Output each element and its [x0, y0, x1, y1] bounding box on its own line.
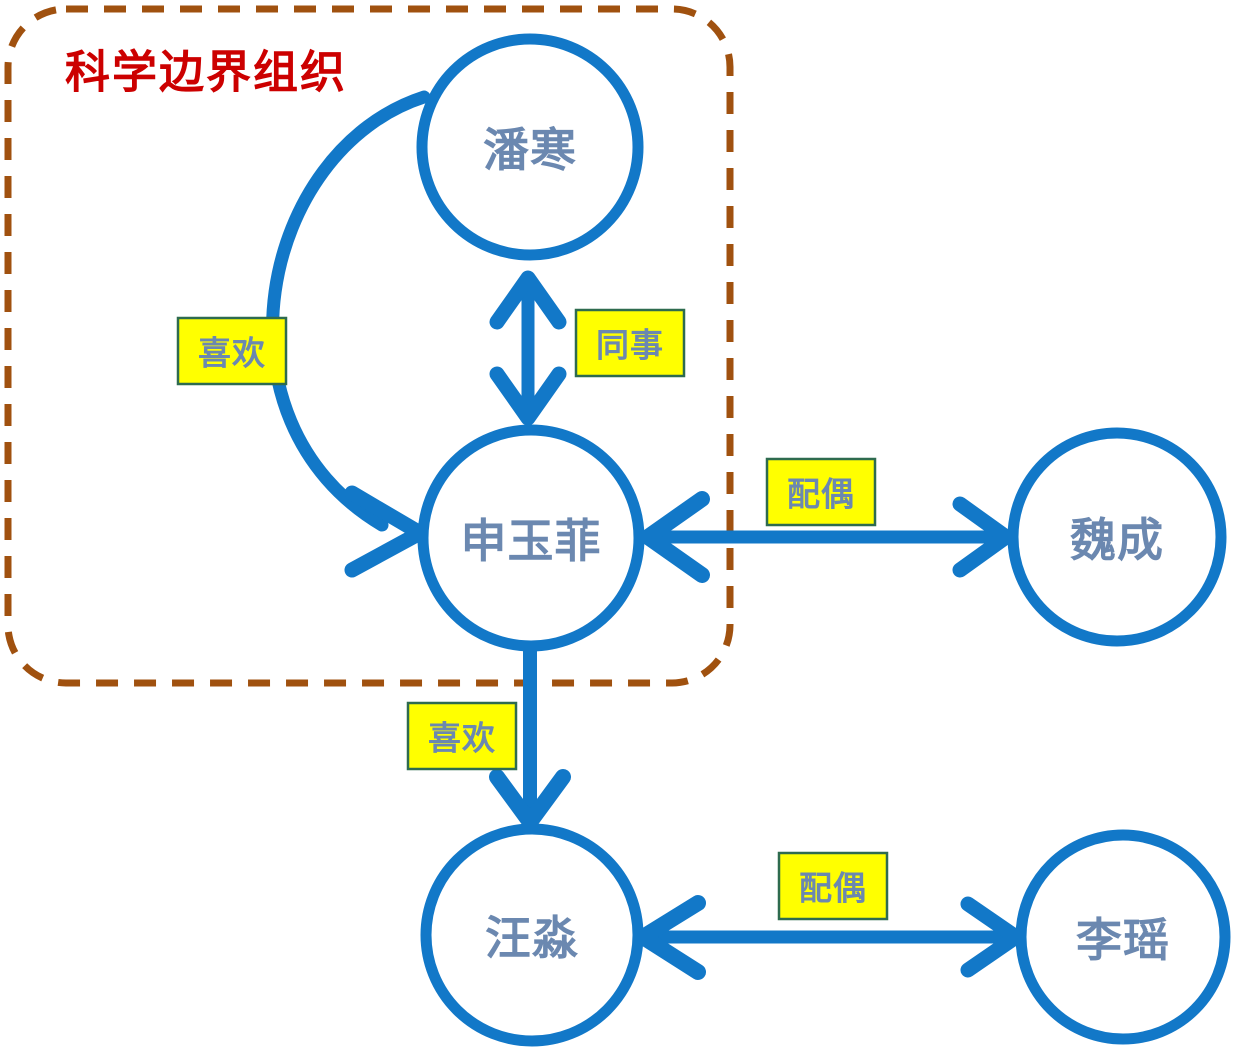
- node-label: 魏成: [1070, 514, 1164, 566]
- node-circle: [417, 424, 645, 652]
- edge-label-text: 喜欢: [428, 720, 496, 757]
- group-container-science-boundary: 科学边界组织: [4, 5, 734, 687]
- node-label: 李瑶: [1076, 914, 1170, 966]
- group-title: 科学边界组织: [65, 47, 347, 98]
- edge-label-shenyufei-spouse-weicheng[interactable]: 配偶: [765, 457, 877, 527]
- edge-panhan-colleague-shenyufei[interactable]: [489, 270, 567, 426]
- edge-label-panhan-likes-shenyufei[interactable]: 喜欢: [176, 316, 288, 386]
- arrowhead-into-shenyufei: [344, 485, 428, 578]
- edge-panhan-likes-shenyufei[interactable]: [266, 90, 431, 578]
- node-liyao[interactable]: 李瑶: [1015, 829, 1231, 1045]
- node-label: 申玉菲: [461, 515, 602, 567]
- arrowhead-down-to-shenyufei: [489, 366, 567, 426]
- edge-label-background: [176, 316, 288, 386]
- group-dashed-border: [4, 5, 734, 687]
- edge-label-text: 同事: [596, 327, 664, 364]
- edge-label-text: 喜欢: [198, 335, 266, 372]
- node-label: 潘寒: [483, 124, 577, 176]
- arrowhead-left-to-shenyufei: [640, 491, 710, 583]
- edge-label-wangmiao-spouse-liyao[interactable]: 配偶: [777, 851, 889, 921]
- node-wangmiao[interactable]: 汪淼: [420, 823, 644, 1047]
- arrowhead-right-to-weicheng: [952, 496, 1014, 578]
- edge-label-panhan-colleague-shenyufei[interactable]: 同事: [574, 308, 686, 378]
- edge-shenyufei-likes-wangmiao[interactable]: [489, 646, 571, 830]
- arrowhead-down-to-wangmiao: [489, 769, 571, 830]
- edge-label-background: [765, 457, 877, 527]
- arrowhead-up-to-panhan: [489, 270, 567, 330]
- node-circle: [1007, 427, 1227, 647]
- edge-shenyufei-spouse-weicheng[interactable]: [640, 491, 1014, 583]
- edge-line-curved: [266, 90, 431, 532]
- node-circle: [420, 823, 644, 1047]
- edge-label-text: 配偶: [799, 870, 867, 907]
- edge-label-background: [406, 701, 518, 771]
- edge-label-text: 配偶: [787, 476, 855, 513]
- node-weicheng[interactable]: 魏成: [1007, 427, 1227, 647]
- edge-label-shenyufei-likes-wangmiao[interactable]: 喜欢: [406, 701, 518, 771]
- edge-label-background: [777, 851, 889, 921]
- node-shenyufei[interactable]: 申玉菲: [417, 424, 645, 652]
- node-label: 汪淼: [485, 912, 579, 964]
- edge-label-background: [574, 308, 686, 378]
- node-circle: [1015, 829, 1231, 1045]
- node-panhan[interactable]: 潘寒: [416, 33, 644, 261]
- node-circle: [416, 33, 644, 261]
